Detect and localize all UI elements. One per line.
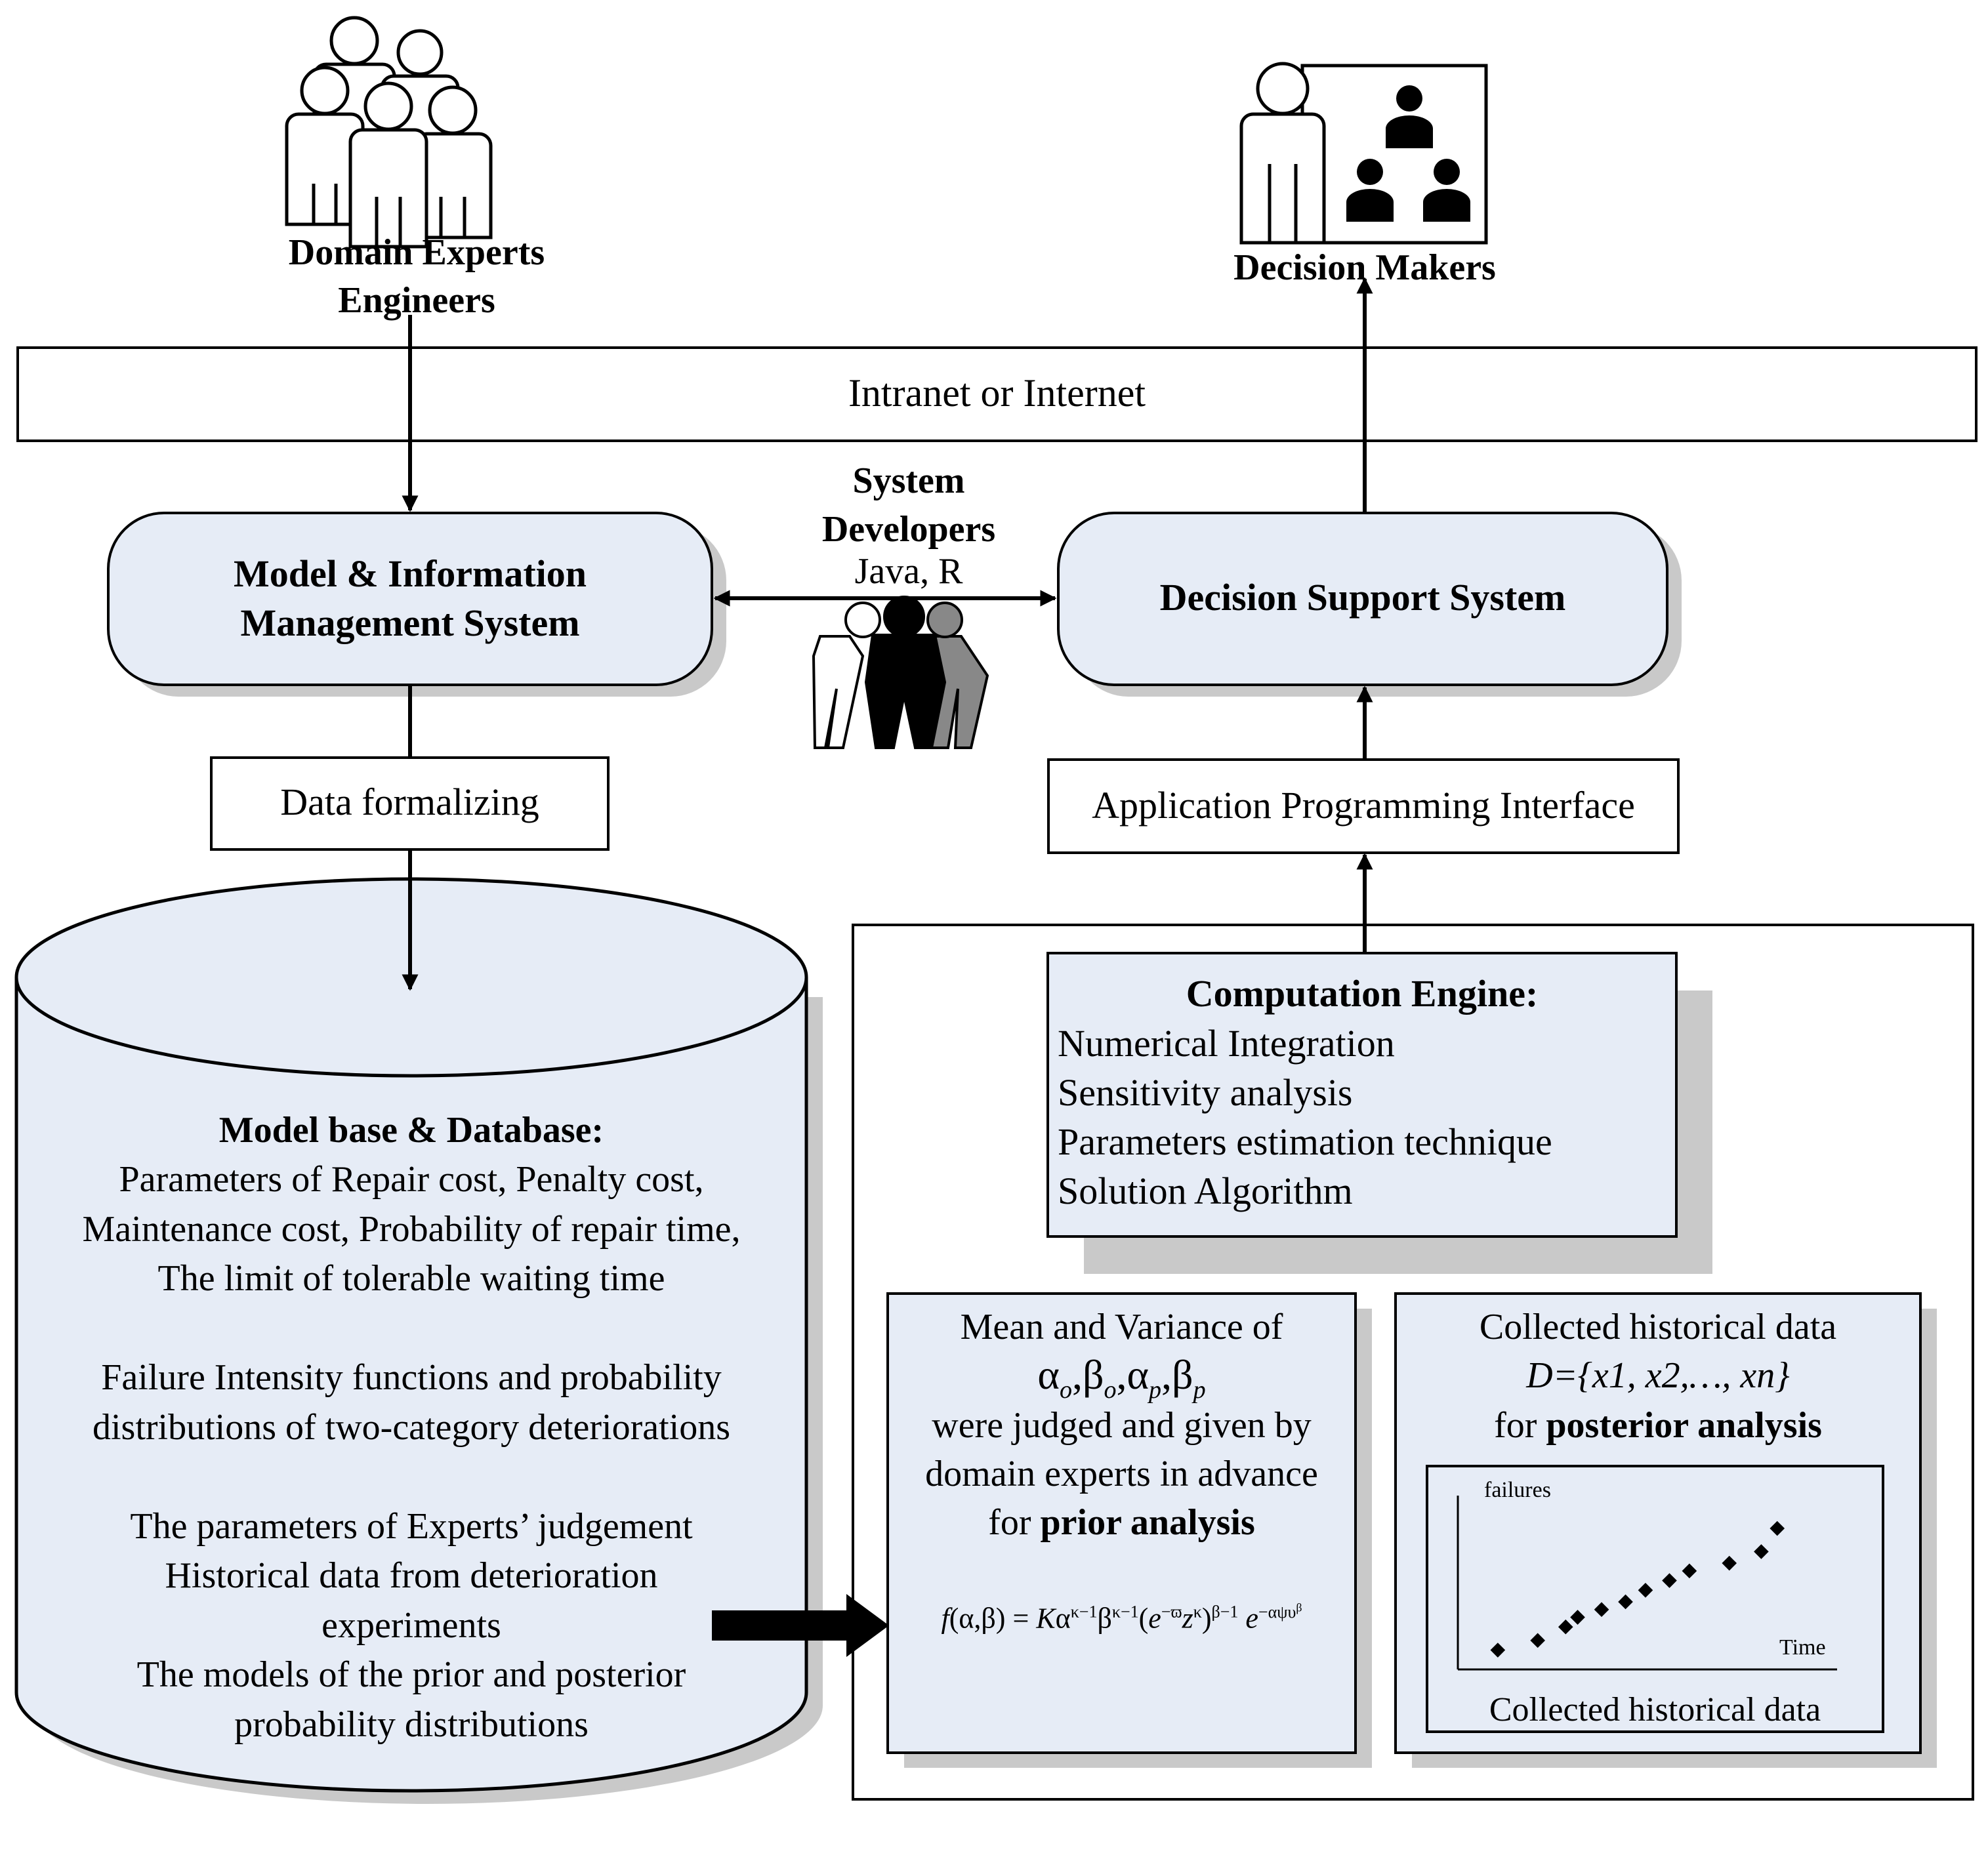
posterior-analysis-bold: posterior analysis xyxy=(1546,1405,1822,1446)
formula-k: K xyxy=(1036,1602,1056,1635)
developers-group-icon xyxy=(812,596,989,749)
formula-lhs: f xyxy=(941,1602,949,1635)
engine-line: Numerical Integration xyxy=(1058,1022,1395,1065)
prior-analysis-box xyxy=(886,1292,1357,1754)
chart-point xyxy=(1530,1633,1545,1648)
chart-point xyxy=(1722,1555,1737,1571)
arrow-db-to-prior xyxy=(712,1594,889,1657)
prior-line-1: Mean and Variance of xyxy=(960,1307,1283,1347)
db-line: The models of the prior and posterior xyxy=(136,1654,686,1695)
db-line: experiments xyxy=(321,1604,501,1646)
db-line: Failure Intensity functions and probabil… xyxy=(101,1357,722,1398)
chart-ylabel: failures xyxy=(1484,1478,1551,1502)
engineers-label: Engineers xyxy=(338,280,495,321)
chart-point xyxy=(1490,1643,1506,1658)
db-line: Maintenance cost, Probability of repair … xyxy=(82,1208,741,1250)
formula-args: (α,β) = xyxy=(949,1602,1037,1635)
mims-box xyxy=(107,512,713,686)
dss-label: Decision Support System xyxy=(1159,576,1566,619)
chart-points xyxy=(1490,1521,1785,1658)
db-line: Historical data from deterioration xyxy=(165,1555,658,1596)
db-line: The parameters of Experts’ judgement xyxy=(130,1505,693,1547)
people-group-icon xyxy=(285,16,493,249)
db-line: probability distributions xyxy=(234,1704,589,1745)
alpha-symbol: α xyxy=(1037,1351,1060,1398)
network-label: Intranet or Internet xyxy=(848,371,1146,415)
system-developers-label-1: System xyxy=(852,460,965,501)
chart-point xyxy=(1682,1563,1697,1579)
posterior-line-1: Collected historical data xyxy=(1479,1307,1837,1347)
chart-point xyxy=(1770,1521,1785,1536)
chart-axes xyxy=(1457,1496,1837,1671)
engine-title: Computation Engine: xyxy=(1186,972,1539,1015)
database-cylinder xyxy=(14,877,808,1793)
posterior-analysis-box xyxy=(1394,1292,1922,1754)
chart-point xyxy=(1754,1544,1769,1559)
tools-label: Java, R xyxy=(854,551,963,592)
db-line: The limit of tolerable waiting time xyxy=(157,1258,665,1299)
chart-point xyxy=(1558,1619,1573,1635)
decision-makers-label: Decision Makers xyxy=(1233,247,1496,288)
prior-line-4: domain experts in advance xyxy=(925,1454,1318,1494)
prior-formula: f(α,β) = Kακ−1βκ−1(e−ϖzκ)β−1 e−αψυβ xyxy=(941,1601,1302,1635)
api-label: Application Programming Interface xyxy=(1092,784,1635,827)
chart-point xyxy=(1662,1573,1677,1588)
posterior-for: for xyxy=(1494,1405,1546,1446)
chart-point xyxy=(1638,1582,1653,1598)
posterior-line-2: D={x1, x2,…, xn} xyxy=(1526,1355,1790,1396)
chart-point xyxy=(1618,1594,1633,1610)
mims-label-2: Management System xyxy=(240,602,580,644)
engine-line: Sensitivity analysis xyxy=(1058,1071,1353,1114)
computation-engine-box xyxy=(1046,952,1678,1238)
prior-line-5: for prior analysis xyxy=(888,1501,1356,1545)
engine-line: Parameters estimation technique xyxy=(1058,1120,1552,1163)
domain-experts-label: Domain Experts xyxy=(288,232,545,273)
presenter-icon xyxy=(1239,62,1488,245)
mims-label-1: Model & Information xyxy=(233,552,587,595)
db-line: distributions of two-category deteriorat… xyxy=(93,1406,730,1448)
chart-frame xyxy=(1426,1465,1884,1733)
system-developers-label-2: Developers xyxy=(821,509,996,550)
chart-xlabel: Time xyxy=(1779,1635,1826,1660)
data-formalizing-box xyxy=(210,756,610,851)
chart-point xyxy=(1570,1610,1585,1625)
chart-caption: Collected historical data xyxy=(1489,1691,1821,1728)
prior-for: for xyxy=(988,1502,1041,1543)
prior-greek-line: αo,βo,αp,βp xyxy=(1037,1351,1206,1404)
prior-analysis-bold: prior analysis xyxy=(1040,1502,1255,1543)
posterior-line-3: for posterior analysis xyxy=(1396,1404,1920,1448)
db-title: Model base & Database: xyxy=(218,1110,604,1151)
network-bar xyxy=(16,346,1978,442)
db-line: Parameters of Repair cost, Penalty cost, xyxy=(119,1159,704,1200)
data-formalizing-label: Data formalizing xyxy=(280,781,539,823)
chart-point xyxy=(1594,1602,1609,1618)
engine-line: Solution Algorithm xyxy=(1058,1170,1353,1212)
prior-line-3: were judged and given by xyxy=(932,1405,1312,1446)
